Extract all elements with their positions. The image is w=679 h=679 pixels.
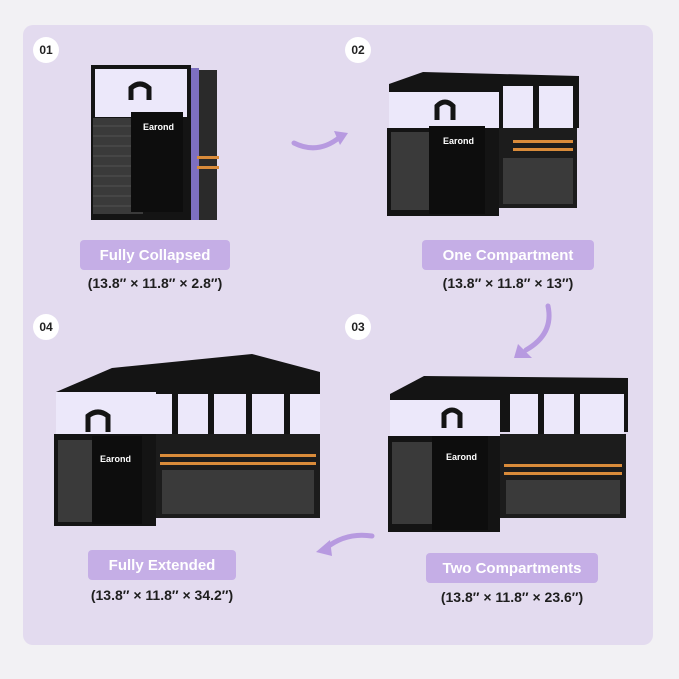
svg-text:Earond: Earond bbox=[100, 454, 131, 464]
product-image-collapsed: Earond bbox=[91, 65, 219, 220]
svg-text:Earond: Earond bbox=[446, 452, 477, 462]
step-dimensions-fully-extended: (13.8″ × 11.8″ × 34.2″) bbox=[90, 587, 234, 603]
step-title-one-compartment: One Compartment bbox=[422, 240, 594, 270]
curved-arrow-icon bbox=[291, 131, 348, 151]
svg-text:Earond: Earond bbox=[143, 122, 174, 132]
product-image-fully-extended: Earond bbox=[54, 354, 320, 526]
step-dimensions-two-compartments: (13.8″ × 11.8″ × 23.6″) bbox=[440, 589, 584, 605]
step-dimensions-one-compartment: (13.8″ × 11.8″ × 13″) bbox=[442, 275, 574, 291]
step-badge-03: 03 bbox=[345, 314, 371, 340]
product-image-two-compartments: Earond bbox=[388, 376, 628, 532]
step-badge-02: 02 bbox=[345, 37, 371, 63]
step-badge-01: 01 bbox=[33, 37, 59, 63]
curved-arrow-icon bbox=[316, 532, 375, 556]
step-title-two-compartments: Two Compartments bbox=[426, 553, 598, 583]
product-image-one-compartment: Earond bbox=[387, 72, 579, 216]
svg-text:Earond: Earond bbox=[443, 136, 474, 146]
curved-arrow-icon bbox=[514, 303, 552, 358]
step-title-fully-extended: Fully Extended bbox=[88, 550, 236, 580]
step-dimensions-fully-collapsed: (13.8″ × 11.8″ × 2.8″) bbox=[87, 275, 223, 291]
step-badge-04: 04 bbox=[33, 314, 59, 340]
step-title-fully-collapsed: Fully Collapsed bbox=[80, 240, 230, 270]
